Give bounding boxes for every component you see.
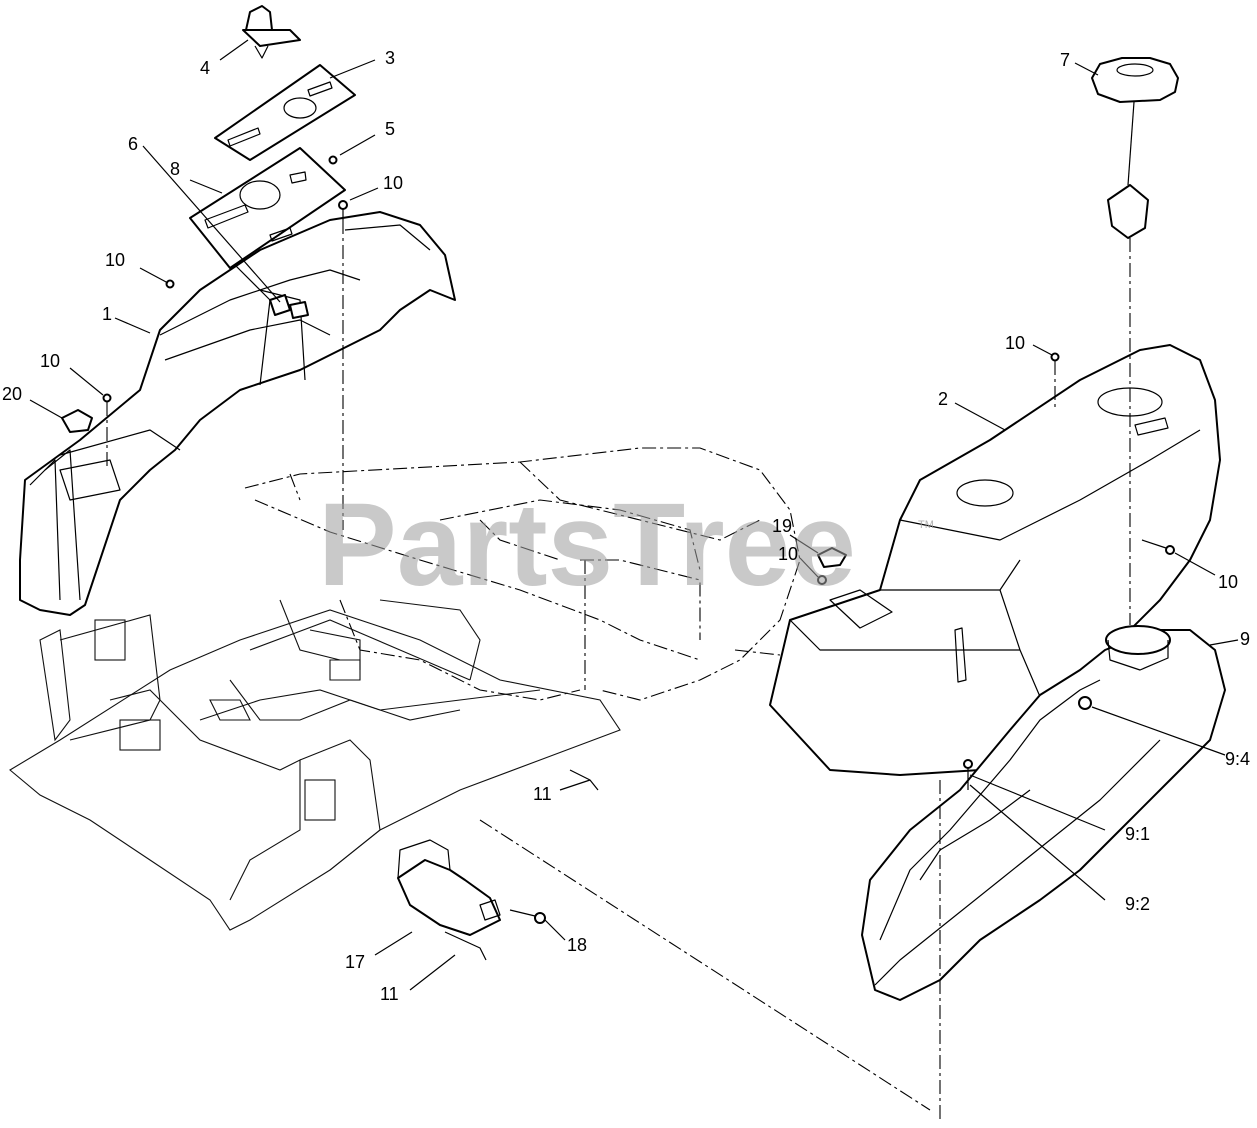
chassis-frame-outline: [244, 447, 801, 701]
callout-9-4: 9:4: [1225, 749, 1250, 769]
callout-1: 1: [102, 304, 112, 324]
partstree-watermark: PartsTree: [318, 479, 856, 611]
assembly-guide-line-2: [734, 649, 781, 656]
callout-3: 3: [385, 48, 395, 68]
callout-10: 10: [105, 250, 125, 270]
bolt-part-18: [509, 909, 546, 924]
callout-leaders: [29, 39, 1239, 991]
callout-20: 20: [2, 384, 22, 404]
cable-part-11-lower: [444, 931, 487, 961]
console-plate-part-8: [189, 147, 346, 269]
fuel-cap-part-7: [1091, 57, 1179, 625]
callout-5: 5: [385, 119, 395, 139]
assembly-guide-line: [479, 819, 931, 1111]
switch-part-6: [269, 294, 309, 319]
callout-10: 10: [40, 351, 60, 371]
bracket-part-17: [397, 839, 501, 936]
callout-10: 10: [1005, 333, 1025, 353]
callout-8: 8: [170, 159, 180, 179]
callout-11: 11: [533, 784, 552, 804]
callout-10: 10: [1218, 572, 1238, 592]
pad-part-20: [61, 409, 93, 433]
callout-7: 7: [1060, 50, 1070, 70]
callout-10: 10: [383, 173, 403, 193]
callout-2: 2: [938, 389, 948, 409]
callout-11: 11: [380, 984, 399, 1004]
cable-part-11-upper: [569, 769, 599, 791]
callout-18: 18: [567, 935, 587, 955]
callout-6: 6: [128, 134, 138, 154]
callout-10: 10: [778, 544, 798, 564]
screw-fasteners-right: [817, 352, 1175, 585]
shift-knob-part-4: [242, 5, 301, 59]
callout-9-2: 9:2: [1125, 894, 1150, 914]
callout-9: 9: [1240, 629, 1250, 649]
callout-17: 17: [345, 952, 365, 972]
pad-part-19: [817, 547, 847, 568]
mower-deck-frame: [9, 599, 621, 931]
screw-fasteners-left: [102, 155, 348, 530]
watermark-trademark: TM: [918, 519, 934, 531]
callout-19: 19: [772, 516, 792, 536]
callout-9-1: 9:1: [1125, 824, 1150, 844]
left-fender-part-1: [19, 211, 456, 616]
callout-4: 4: [200, 58, 210, 78]
decal-part-3: [214, 64, 356, 161]
callout-labels: 4 3 5 8 10 6 10 1 10 20 7 10 2 19 10 10 …: [2, 48, 1250, 1004]
